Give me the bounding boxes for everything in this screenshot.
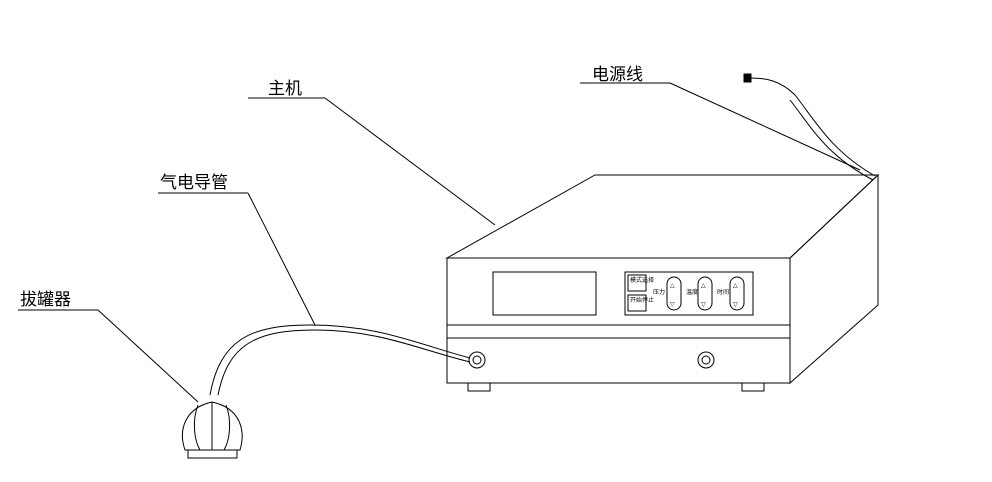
svg-text:△: △ <box>701 282 706 289</box>
power-cord-label: 电源线 <box>592 65 643 85</box>
control-panel <box>624 271 754 316</box>
display-screen <box>492 271 597 316</box>
svg-text:▽: ▽ <box>701 301 706 308</box>
start-stop-label: 开始停止 <box>630 296 654 304</box>
cup-puller <box>181 401 243 459</box>
tube-label: 气电导管 <box>160 173 228 193</box>
svg-text:▽: ▽ <box>733 301 738 308</box>
pressure-label: 压力 <box>653 288 665 296</box>
temperature-label: 温度 <box>686 288 698 296</box>
leader-lines <box>18 82 861 403</box>
time-label: 时间 <box>717 288 729 296</box>
power-cord <box>749 77 876 177</box>
svg-text:△: △ <box>733 282 738 289</box>
host-label: 主机 <box>268 79 302 99</box>
svg-text:△: △ <box>670 282 675 289</box>
mode-select-label: 模式选择 <box>630 276 654 284</box>
host-unit <box>445 173 880 392</box>
cup-puller-label: 拔罐器 <box>20 290 71 310</box>
air-electric-tube <box>209 324 471 396</box>
svg-text:▽: ▽ <box>670 301 675 308</box>
